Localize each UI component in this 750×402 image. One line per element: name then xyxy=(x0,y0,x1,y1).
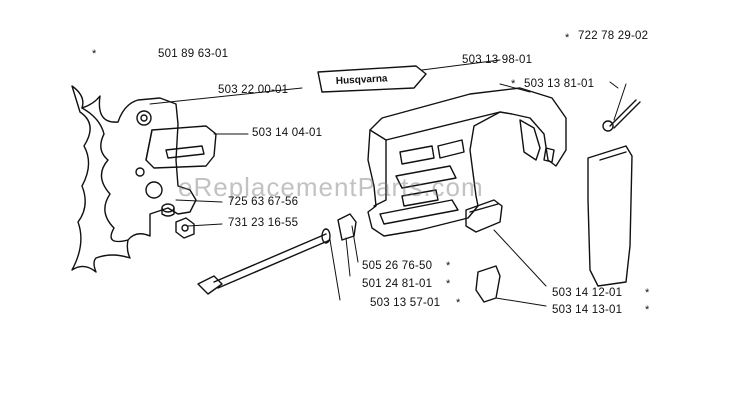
part-label-50322001: 503 22 00-01 xyxy=(218,84,289,96)
screw-part xyxy=(602,99,641,132)
spacer-part xyxy=(337,213,357,241)
asterisk-marker: * xyxy=(645,287,650,299)
husqvarna-badge-part xyxy=(317,65,427,93)
asterisk-marker: * xyxy=(645,304,650,316)
part-label-73123165: 731 23 16-55 xyxy=(228,217,299,229)
leader-lines xyxy=(149,59,627,307)
part-label-50314041: 503 14 04-01 xyxy=(252,127,323,139)
chain-guard-cover-part xyxy=(367,87,567,237)
flat-washer-part xyxy=(321,228,331,244)
long-bolt-part xyxy=(197,233,331,295)
part-label-72278292: 722 78 29-02 xyxy=(578,30,649,42)
asterisk-marker: * xyxy=(511,78,516,90)
part-label-50313571: 503 13 57-01 xyxy=(370,297,441,309)
wedge-block-part xyxy=(475,265,501,303)
watermark: eReplacementParts.com xyxy=(178,172,484,202)
asterisk-marker: * xyxy=(456,297,461,309)
part-label-50313981: 503 13 98-01 xyxy=(462,54,533,66)
part-label-50124811: 501 24 81-01 xyxy=(362,278,433,290)
side-plate-part xyxy=(587,145,633,287)
part-label-50314131: 503 14 13-01 xyxy=(552,304,623,316)
asterisk-marker: * xyxy=(565,32,570,44)
asterisk-marker: * xyxy=(92,48,97,60)
part-label-50313811: 503 13 81-01 xyxy=(524,78,595,90)
nut-part xyxy=(175,217,195,239)
bracket-plate-part xyxy=(145,125,217,169)
washer-part xyxy=(161,203,175,217)
asterisk-marker: * xyxy=(446,278,451,290)
saw-body-part xyxy=(71,85,197,273)
part-label-50314121: 503 14 12-01 xyxy=(552,287,623,299)
husqvarna-badge-text: Husqvarna xyxy=(336,73,389,87)
part-label-72563675: 725 63 67-56 xyxy=(228,196,299,208)
part-label-50526765: 505 26 76-50 xyxy=(362,260,433,272)
asterisk-marker: * xyxy=(446,260,451,272)
cushion-block-part xyxy=(465,199,503,233)
part-label-50189631: 501 89 63-01 xyxy=(158,48,229,60)
